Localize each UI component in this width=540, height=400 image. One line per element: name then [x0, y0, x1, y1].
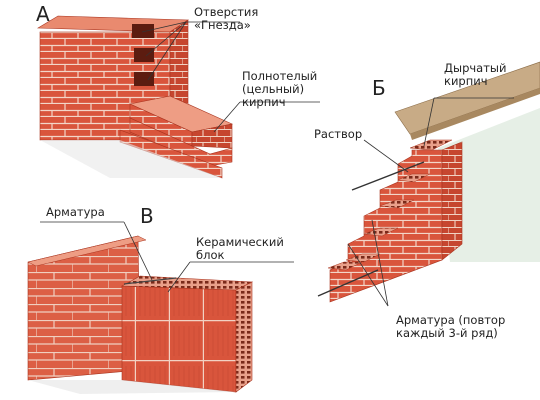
label-solid-brick: Полнотелый (цельный) кирпич	[242, 70, 317, 109]
section-v-leaders	[40, 221, 294, 293]
label-nests-line-2: «Гнезда»	[194, 18, 251, 32]
nest-hole	[134, 48, 154, 62]
section-letter-b: Б	[372, 76, 386, 100]
label-rebar-b-line-1: Арматура (повтор	[396, 313, 506, 327]
label-hollow-brick-line-1: Дырчатый	[444, 61, 507, 75]
label-ceramic-block: Керамический блок	[196, 236, 284, 262]
label-solid-brick-line-1: Полнотелый	[242, 69, 318, 83]
label-solid-brick-line-3: кирпич	[242, 95, 286, 109]
nest-hole	[134, 72, 154, 86]
label-solid-brick-line-2: (цельный)	[242, 82, 305, 96]
label-mortar: Раствор	[314, 127, 363, 141]
nest-hole	[132, 24, 154, 38]
label-rebar-v: Арматура	[46, 205, 105, 219]
section-v-drawing	[27, 235, 254, 394]
label-hollow-brick-line-2: кирпич	[444, 74, 488, 88]
section-letter-v: В	[140, 204, 154, 228]
section-letter-a: А	[36, 2, 50, 26]
section-a-leaders	[141, 21, 320, 133]
label-nests-line-1: Отверстия	[194, 5, 259, 19]
label-rebar-b: Арматура (повтор каждый 3-й ряд)	[396, 314, 505, 340]
label-hollow-brick: Дырчатый кирпич	[444, 62, 506, 88]
section-b-leaders	[347, 97, 514, 307]
label-ceramic-block-line-1: Керамический	[196, 235, 284, 249]
label-rebar-b-line-2: каждый 3-й ряд)	[396, 326, 498, 340]
section-a-drawing	[36, 15, 233, 179]
label-nests: Отверстия «Гнезда»	[194, 6, 258, 32]
label-ceramic-block-line-2: блок	[196, 248, 225, 262]
